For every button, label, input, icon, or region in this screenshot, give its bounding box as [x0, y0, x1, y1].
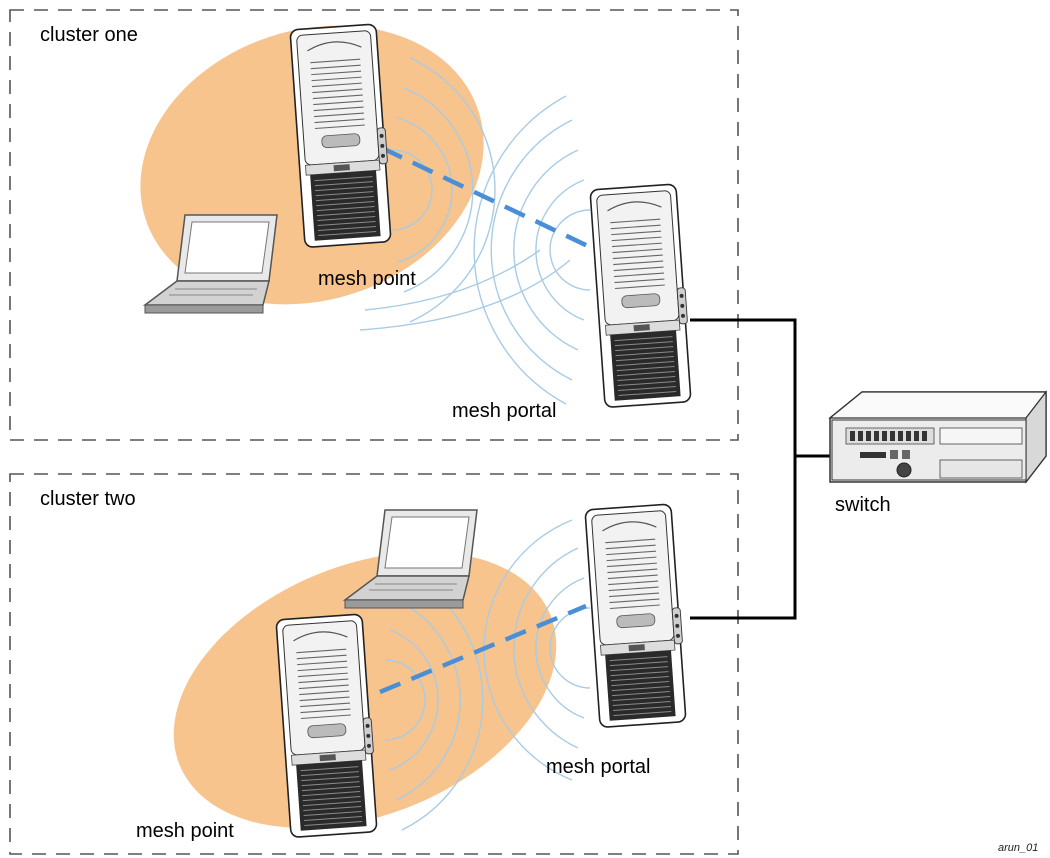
- figure-id: arun_01: [998, 842, 1039, 854]
- mesh-portal-label: mesh portal: [546, 756, 651, 778]
- cluster-two-border: [9, 473, 739, 855]
- cluster-one-border: [9, 9, 739, 441]
- mesh-point-access-point-icon: [275, 613, 380, 839]
- wireless-link-cluster-one: [381, 145, 593, 251]
- cluster-two-label: cluster two: [40, 488, 136, 510]
- wired-link-portal-one: [690, 318, 845, 458]
- mesh-point-label: mesh point: [136, 820, 234, 842]
- mesh-point-label: mesh point: [318, 268, 416, 290]
- switch-icon: [828, 390, 1048, 484]
- mesh-portal-access-point-icon: [589, 183, 694, 409]
- mesh-point-access-point-icon: [289, 23, 394, 249]
- mesh-portal-label: mesh portal: [452, 400, 557, 422]
- wired-link-portal-two: [690, 456, 797, 620]
- wireless-link-cluster-two: [379, 603, 587, 695]
- cluster-one-label: cluster one: [40, 24, 138, 46]
- signal-waves-cluster-one: [359, 57, 591, 405]
- laptop-icon: [344, 509, 478, 609]
- switch-label: switch: [835, 494, 891, 516]
- mesh-portal-access-point-icon: [584, 503, 689, 729]
